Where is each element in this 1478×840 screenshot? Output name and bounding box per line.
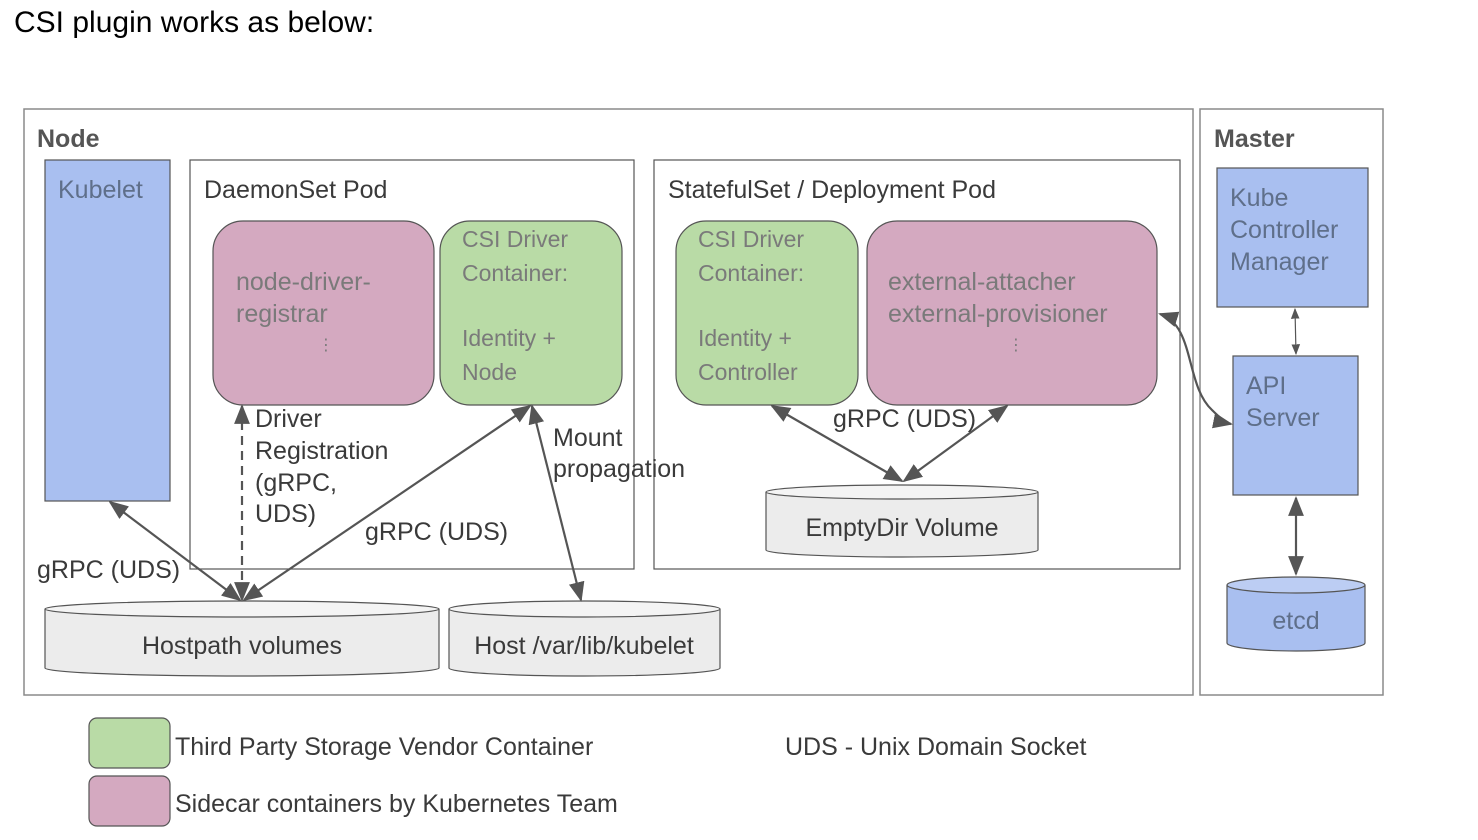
api-server-box — [1232, 355, 1359, 496]
kube-controller-manager-box — [1216, 167, 1369, 308]
kcm-line3: Manager — [1230, 248, 1329, 276]
driver-registration-line4: UDS) — [255, 500, 316, 528]
etcd-label: etcd — [1272, 607, 1319, 635]
mount-propagation-line1: Mount — [553, 424, 623, 452]
page-heading: CSI plugin works as below: — [14, 6, 375, 39]
host-kubelet-label: Host /var/lib/kubelet — [474, 632, 694, 660]
hostpath-volumes — [44, 600, 440, 677]
api-server-line2: Server — [1246, 404, 1320, 432]
legend-green-swatch — [88, 717, 171, 769]
master-title: Master — [1214, 125, 1295, 153]
hostpath-label: Hostpath volumes — [142, 632, 342, 660]
registrar-label-line2: registrar — [236, 300, 328, 328]
external-attacher-label: external-attacher — [888, 268, 1076, 296]
external-sidecars-box — [866, 220, 1158, 406]
mount-propagation-line2: propagation — [553, 455, 685, 483]
arrow-mount-propagation — [528, 404, 585, 602]
driver-grpc-label: gRPC (UDS) — [365, 518, 508, 546]
legend-uds-label: UDS - Unix Domain Socket — [785, 733, 1087, 761]
arrow-sidecars-emptydir — [902, 404, 1009, 483]
kubelet-label: Kubelet — [58, 176, 143, 204]
statefulset-grpc-label: gRPC (UDS) — [833, 405, 976, 433]
daemonset-pod-title: DaemonSet Pod — [204, 176, 387, 204]
etcd-cylinder — [1226, 576, 1366, 652]
arrow-kubelet-hostpath — [108, 500, 242, 602]
csi-driver-node-line4: Identity + — [462, 325, 556, 351]
csi-driver-controller-line2: Container: — [698, 260, 804, 286]
statefulset-pod-title: StatefulSet / Deployment Pod — [668, 176, 996, 204]
sidecars-ellipsis: ⋮ — [1008, 337, 1024, 354]
external-provisioner-label: external-provisioner — [888, 300, 1108, 328]
emptydir-label: EmptyDir Volume — [805, 514, 998, 542]
kubelet-box — [44, 159, 171, 502]
driver-registration-line2: Registration — [255, 437, 388, 465]
legend-pink-swatch — [88, 775, 171, 827]
driver-registration-line1: Driver — [255, 405, 322, 433]
legend-green-label: Third Party Storage Vendor Container — [175, 733, 593, 761]
arrow-sidecars-api — [1158, 311, 1233, 429]
registrar-ellipsis: ⋮ — [318, 337, 334, 354]
csi-driver-node-line5: Node — [462, 359, 517, 385]
node-title: Node — [37, 125, 100, 153]
csi-driver-controller-line1: CSI Driver — [698, 226, 804, 252]
registrar-label-line1: node-driver- — [236, 268, 371, 296]
csi-driver-controller-box — [675, 220, 859, 406]
csi-driver-node-line1: CSI Driver — [462, 226, 568, 252]
kubelet-grpc-label: gRPC (UDS) — [37, 556, 180, 584]
api-server-line1: API — [1246, 372, 1286, 400]
arrow-csi-node-hostpath — [242, 404, 532, 602]
host-kubelet-volume — [448, 600, 721, 677]
kcm-line1: Kube — [1230, 184, 1288, 212]
legend-pink-label: Sidecar containers by Kubernetes Team — [175, 790, 618, 818]
driver-registration-line3: (gRPC, — [255, 469, 337, 497]
arrow-kcm-api — [1290, 307, 1301, 356]
csi-driver-node-line2: Container: — [462, 260, 568, 286]
kcm-line2: Controller — [1230, 216, 1338, 244]
csi-driver-controller-line5: Controller — [698, 359, 798, 385]
emptydir-volume — [765, 484, 1039, 558]
arrow-controller-emptydir — [770, 405, 904, 482]
csi-driver-controller-line4: Identity + — [698, 325, 792, 351]
